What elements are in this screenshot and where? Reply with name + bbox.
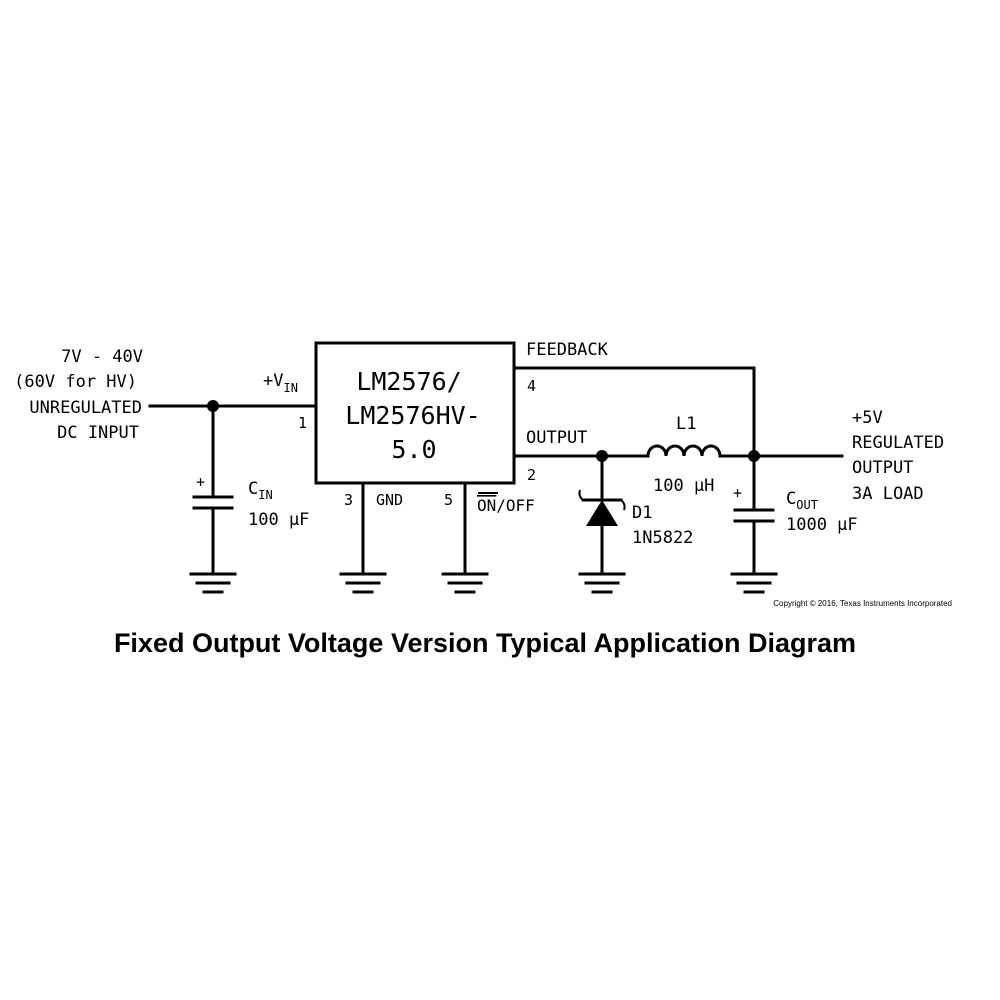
l1-inductor-icon — [646, 444, 722, 458]
cout-ground-icon — [730, 572, 778, 594]
feedback-wire — [512, 366, 756, 458]
ic-body — [314, 341, 516, 485]
l1-label: L1 — [676, 414, 696, 434]
ic-name-line1: LM2576/ — [356, 367, 461, 396]
copyright-notice: Copyright © 2016, Texas Instruments Inco… — [773, 599, 952, 608]
d1-part-number: 1N5822 — [632, 528, 693, 548]
ic-name-line2: LM2576HV- — [345, 401, 480, 430]
cout-polarity: + — [733, 484, 742, 502]
ic-part-name: LM2576/ LM2576HV- 5.0 — [345, 367, 480, 464]
input-hv-note: (60V for HV) — [14, 372, 137, 392]
gnd-pin-label: GND — [376, 491, 403, 509]
vin-label: +VIN — [263, 371, 298, 395]
input-dc: DC INPUT — [57, 423, 139, 443]
pin-2-number: 2 — [527, 466, 536, 484]
cin-capacitor: + — [192, 404, 234, 576]
pin-5-number: 5 — [444, 491, 453, 509]
cout-value: 1000 μF — [786, 515, 858, 535]
pin-3-number: 3 — [344, 491, 353, 509]
cin-ground-icon — [189, 572, 237, 594]
diagram-caption: Fixed Output Voltage Version Typical App… — [113, 628, 857, 658]
input-voltage-range: 7V - 40V — [61, 347, 143, 367]
ic-ground-icon — [339, 572, 387, 594]
input-label: 7V - 40V (60V for HV) UNREGULATED DC INP… — [14, 347, 143, 443]
d1-schottky-diode-icon — [578, 454, 626, 576]
ic-name-line3: 5.0 — [391, 435, 436, 464]
feedback-label: FEEDBACK — [526, 340, 609, 360]
pin-4-number: 4 — [527, 377, 536, 395]
d1-ground-icon — [578, 572, 626, 594]
output-regulated: REGULATED — [852, 433, 944, 453]
cin-value: 100 μF — [248, 510, 309, 530]
cout-capacitor: + — [733, 454, 775, 576]
output-label: +5V REGULATED OUTPUT 3A LOAD — [852, 408, 944, 504]
d1-label: D1 — [632, 503, 652, 523]
output-output: OUTPUT — [852, 458, 913, 478]
output-voltage: +5V — [852, 408, 883, 428]
input-unregulated: UNREGULATED — [29, 398, 142, 418]
onoff-label: ON/OFF — [477, 496, 535, 515]
onoff-ground-icon — [441, 572, 489, 594]
cin-label: CIN — [248, 479, 273, 502]
cin-polarity: + — [196, 473, 205, 491]
cout-label: COUT — [786, 489, 818, 512]
output-load: 3A LOAD — [852, 484, 924, 504]
pin-1-number: 1 — [298, 414, 307, 432]
output-pin-label: OUTPUT — [526, 428, 587, 448]
l1-value: 100 μH — [653, 476, 714, 496]
